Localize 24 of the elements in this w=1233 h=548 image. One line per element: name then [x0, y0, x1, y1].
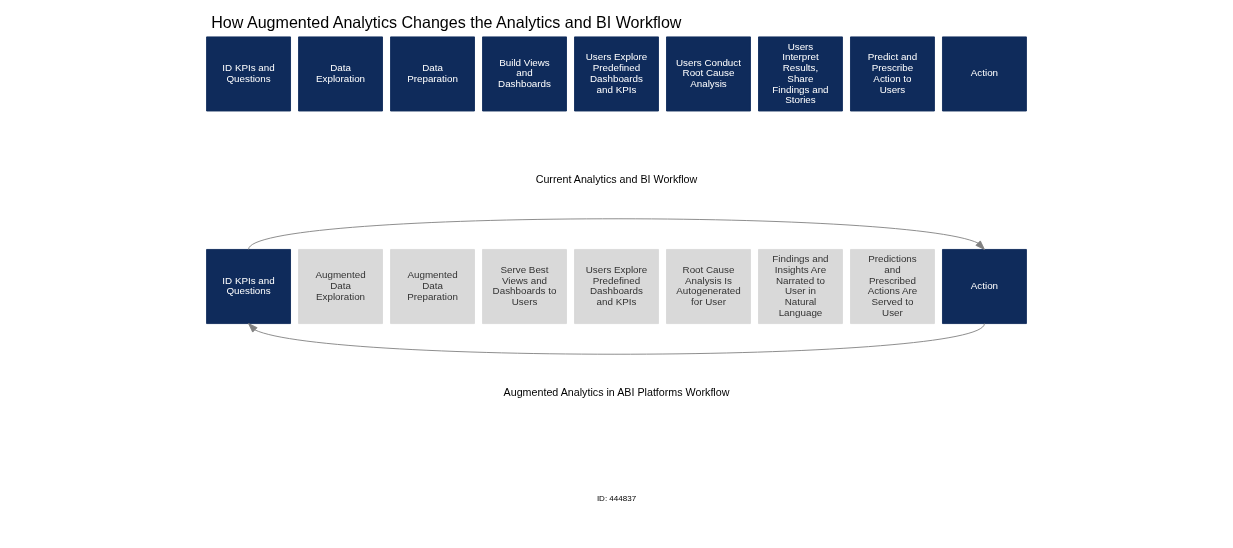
node-box: Data Preparation	[390, 36, 475, 112]
node-box: ID KPIs and Questions	[206, 36, 291, 112]
node-box: Action	[942, 36, 1027, 112]
arrow	[248, 218, 985, 250]
label: ID: 444837	[596, 494, 637, 504]
diagram-title: How Augmented Analytics Changes the Analytics and BI Workflow	[211, 13, 682, 32]
node-box: Root Cause Analysis Is Autogenerated for User	[666, 249, 751, 324]
node-box: Serve Best Views and Dashboards to Users	[482, 249, 567, 324]
node-box: Users Explore Predefined Dashboards and KPIs	[574, 249, 659, 324]
node-box: Users Interpret Results, Share Findings and Stories	[758, 36, 843, 112]
label: Current Analytics and BI Workflow	[535, 172, 698, 185]
label: Augmented Analytics in ABI Platforms Workflow	[503, 385, 730, 398]
node-box: Users Conduct Root Cause Analysis	[666, 36, 751, 112]
node-box: Predict and Prescribe Action to Users	[850, 36, 935, 112]
node-box: Build Views and Dashboards	[482, 36, 567, 112]
node-box: Augmented Data Exploration	[298, 249, 383, 324]
node-box: Users Explore Predefined Dashboards and KPIs	[574, 36, 659, 112]
node-box: ID KPIs and Questions	[206, 249, 291, 324]
node-box: Data Exploration	[298, 36, 383, 112]
node-box: Predictions and Prescribed Actions Are Served to User	[850, 249, 935, 324]
arrow	[248, 323, 985, 355]
node-box: Action	[942, 249, 1027, 324]
node-box: Findings and Insights Are Narrated to User in Natural Language	[758, 249, 843, 324]
node-box: Augmented Data Preparation	[390, 249, 475, 324]
